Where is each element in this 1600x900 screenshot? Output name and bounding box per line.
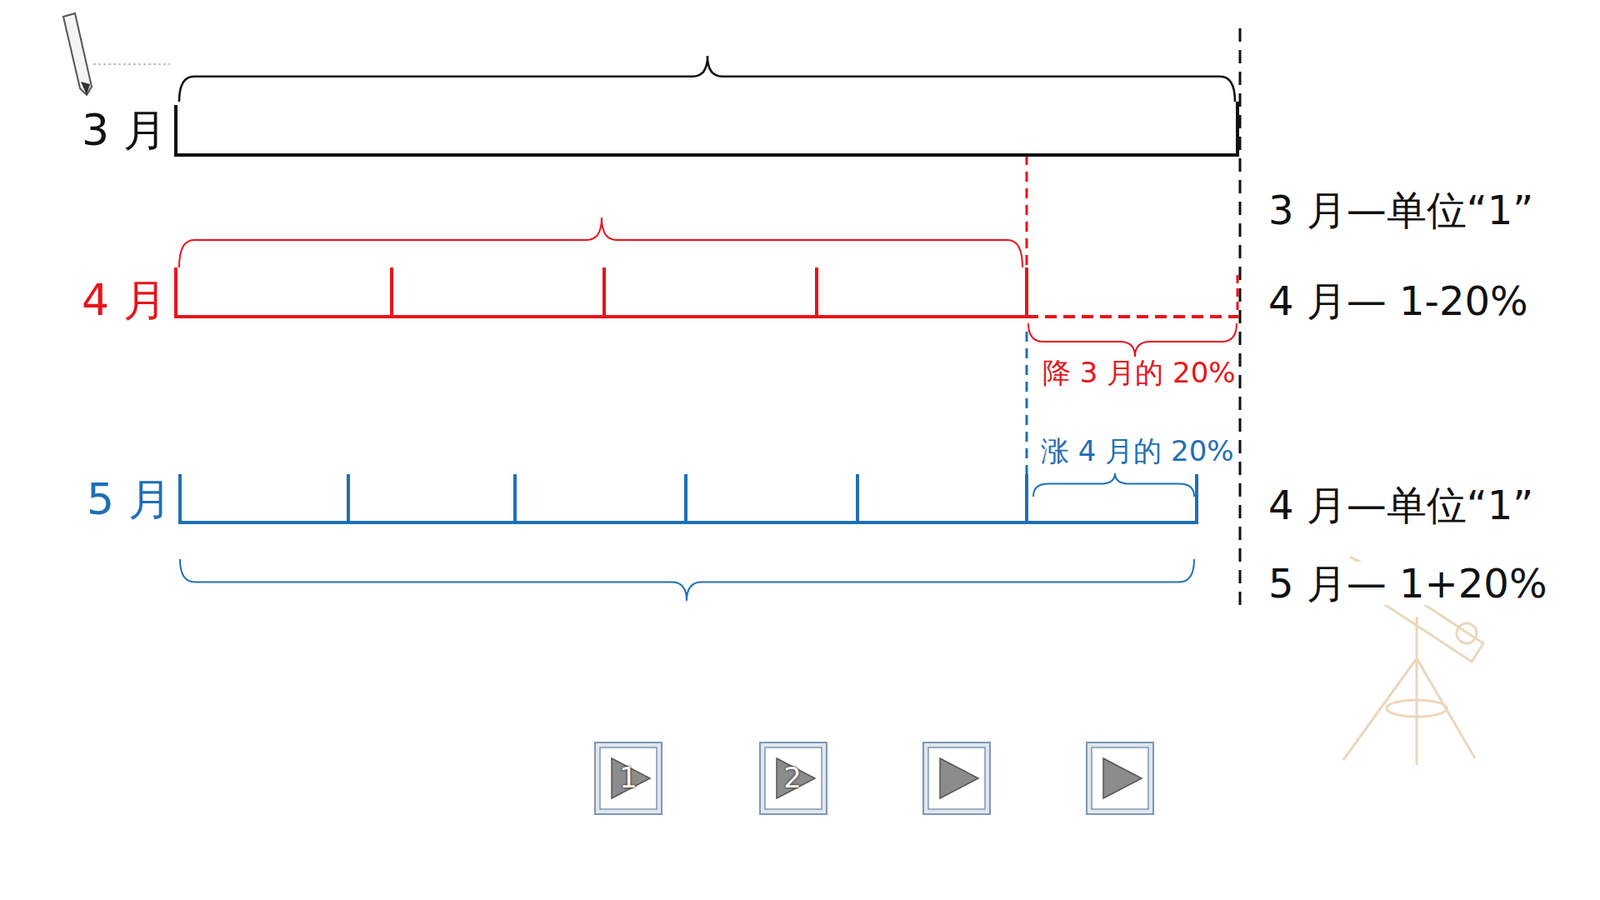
play-button bbox=[923, 742, 990, 815]
month-label: 4 月 bbox=[81, 276, 167, 325]
button-number: 1 bbox=[619, 762, 638, 794]
march-segment bbox=[175, 153, 1238, 157]
brace bbox=[179, 217, 1023, 268]
may-segment bbox=[180, 520, 1197, 525]
segment-tick bbox=[174, 267, 178, 319]
brace bbox=[1028, 323, 1237, 357]
segment-tick bbox=[815, 267, 819, 319]
segment-tick bbox=[174, 105, 178, 157]
play-button bbox=[760, 742, 827, 815]
month-label: 5 月 bbox=[86, 475, 172, 524]
month-label: 3 月 bbox=[81, 106, 167, 155]
brace bbox=[179, 55, 1235, 102]
brace bbox=[1033, 473, 1195, 497]
segment-tick bbox=[684, 474, 688, 525]
change-label: 涨 4 月的 20% bbox=[1040, 435, 1235, 467]
pencil-icon bbox=[63, 13, 92, 95]
segment-tick bbox=[1236, 275, 1240, 319]
unit-note: 4 月—单位“1” bbox=[1268, 483, 1534, 528]
play-button bbox=[595, 742, 662, 815]
segment-tick bbox=[346, 474, 350, 525]
decoration bbox=[63, 13, 1484, 765]
segment-tick bbox=[513, 474, 517, 525]
play-button bbox=[1086, 742, 1154, 815]
segment-tick bbox=[1025, 474, 1029, 525]
pencil-dots bbox=[93, 63, 170, 65]
segment-tick bbox=[1195, 474, 1199, 525]
change-label: 降 3 月的 20% bbox=[1042, 357, 1236, 389]
segment-tick bbox=[602, 267, 606, 319]
pencil-tip bbox=[80, 81, 90, 95]
formula-note: 5 月— 1+20% bbox=[1268, 561, 1548, 606]
brace bbox=[180, 559, 1195, 601]
segment-tick bbox=[855, 474, 860, 525]
formula-note: 4 月— 1-20% bbox=[1268, 279, 1529, 324]
april-segment bbox=[175, 315, 1027, 319]
button-number: 2 bbox=[783, 762, 802, 794]
decrease-dashed-segment bbox=[1026, 315, 1238, 319]
segment-tick bbox=[390, 267, 394, 319]
unit-note: 3 月—单位“1” bbox=[1268, 188, 1534, 233]
segment-tick bbox=[1025, 267, 1029, 319]
segment-tick bbox=[1235, 101, 1240, 157]
segment-tick bbox=[178, 474, 182, 525]
